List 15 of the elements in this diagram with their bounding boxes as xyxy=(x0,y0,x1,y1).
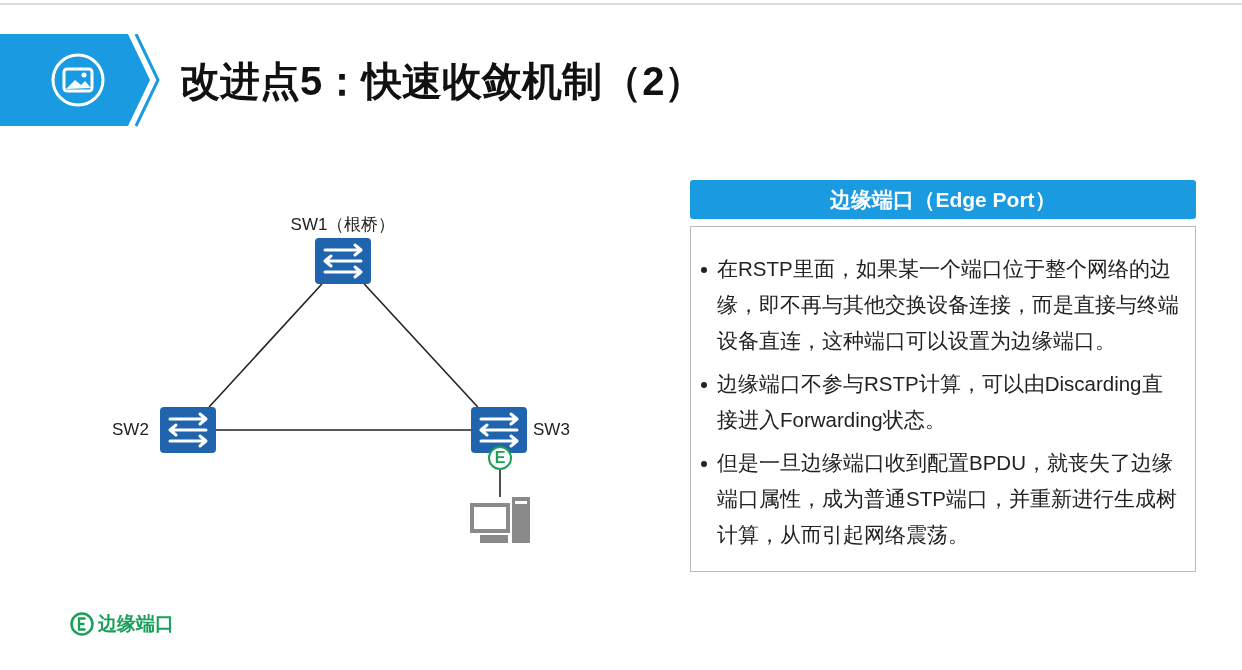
slide-title: 改进点5：快速收敛机制（2） xyxy=(180,58,705,105)
bullet-text: 在RSTP里面，如果某一个端口位于整个网络的边缘，即不再与其他交换设备连接，而是直接与终端设备直连，这种端口可以设置为边缘端口。 xyxy=(717,257,1179,352)
device-label: SW3 xyxy=(533,420,570,440)
bullet-text: 边缘端口不参与RSTP计算，可以由Discarding直接进入Forwarding状态。 xyxy=(717,372,1163,431)
legend-text: 边缘端口 xyxy=(98,612,174,636)
connection-line xyxy=(215,429,472,431)
computer-icon xyxy=(470,497,530,545)
edge-port-marker: E xyxy=(488,446,512,470)
panel-header: 边缘端口（Edge Port） xyxy=(690,180,1196,219)
connection-line xyxy=(499,469,501,498)
bullet-text: 但是一旦边缘端口收到配置BPDU，就丧失了边缘端口属性，成为普通STP端口，并重新进行生成树计算，从而引起网络震荡。 xyxy=(717,451,1177,546)
device-label: SW1（根桥） xyxy=(290,214,396,236)
connection-line xyxy=(363,283,479,408)
device-label: SW2 xyxy=(112,420,149,440)
connection-line xyxy=(208,283,323,408)
